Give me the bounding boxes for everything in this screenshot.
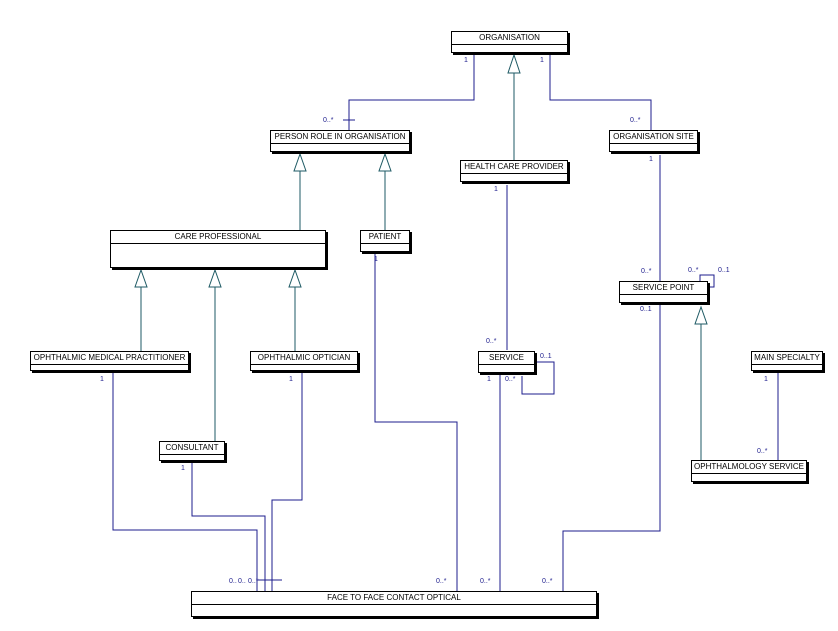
class-service-point[interactable]: SERVICE POINT <box>619 281 708 303</box>
class-name: OPHTHALMIC MEDICAL PRACTITIONER <box>31 352 188 365</box>
class-name: ORGANISATION <box>452 32 567 45</box>
assoc-organisation-site <box>549 55 652 130</box>
class-name: SERVICE <box>479 352 534 365</box>
multiplicity-label: 0..* <box>641 268 652 275</box>
assoc-organisation-person-role <box>348 55 475 130</box>
assoc-omp-f2f <box>112 372 258 591</box>
multiplicity-label: 0..* <box>436 578 447 585</box>
gen-arrowhead-icon <box>293 152 307 172</box>
multiplicity-label: 0..* <box>323 117 334 124</box>
class-ophthalmic-medical-practitioner[interactable]: OPHTHALMIC MEDICAL PRACTITIONER <box>30 351 189 371</box>
multiplicity-label: 1 <box>464 57 468 64</box>
class-ophthalmic-optician[interactable]: OPHTHALMIC OPTICIAN <box>250 351 358 371</box>
class-main-specialty[interactable]: MAIN SPECIALTY <box>751 351 823 371</box>
gen-arrowhead-icon <box>507 53 521 74</box>
multiplicity-label: 0..1 <box>540 353 552 360</box>
class-name: SERVICE POINT <box>620 282 707 295</box>
multiplicity-label: 1 <box>764 376 768 383</box>
class-patient[interactable]: PATIENT <box>360 230 410 252</box>
multiplicity-label: 0..* <box>248 578 259 585</box>
multiplicity-label: 0..* <box>486 338 497 345</box>
class-consultant[interactable]: CONSULTANT <box>159 441 225 461</box>
class-care-professional[interactable]: CARE PROFESSIONAL <box>110 230 326 268</box>
class-health-care-provider[interactable]: HEALTH CARE PROVIDER <box>460 160 568 182</box>
gen-arrowhead-icon <box>134 268 148 288</box>
multiplicity-label: 1 <box>649 156 653 163</box>
class-service[interactable]: SERVICE <box>478 351 535 373</box>
multiplicity-label: 1 <box>540 57 544 64</box>
assoc-optician-f2f <box>271 372 303 591</box>
class-face-to-face-contact-optical[interactable]: FACE TO FACE CONTACT OPTICAL <box>191 591 597 617</box>
assoc-patient-f2f <box>374 254 458 591</box>
class-name: ORGANISATION SITE <box>610 131 697 144</box>
multiplicity-label: 0..1 <box>640 306 652 313</box>
assoc-service-point-self <box>699 274 715 288</box>
multiplicity-label: 1 <box>487 376 491 383</box>
class-organisation-site[interactable]: ORGANISATION SITE <box>609 130 698 152</box>
multiplicity-label: 1 <box>494 186 498 193</box>
class-ophthalmology-service[interactable]: OPHTHALMOLOGY SERVICE <box>691 460 807 482</box>
class-name: OPHTHALMIC OPTICIAN <box>251 352 357 365</box>
multiplicity-label: 1 <box>374 256 378 263</box>
multiplicity-label: 1 <box>181 465 185 472</box>
multiplicity-label: 0..* <box>630 117 641 124</box>
class-name: FACE TO FACE CONTACT OPTICAL <box>192 592 596 605</box>
class-organisation[interactable]: ORGANISATION <box>451 31 568 53</box>
multiplicity-label: 0.. <box>229 578 237 585</box>
gen-arrowhead-icon <box>288 268 302 288</box>
class-person-role-in-organisation[interactable]: PERSON ROLE IN ORGANISATION <box>270 130 410 152</box>
class-name: PERSON ROLE IN ORGANISATION <box>271 131 409 144</box>
assoc-service-self <box>521 361 555 395</box>
class-name: PATIENT <box>361 231 409 244</box>
gen-arrowhead-icon <box>208 268 222 288</box>
assoc-consultant-f2f <box>191 462 266 591</box>
class-name: CONSULTANT <box>160 442 224 455</box>
class-name: MAIN SPECIALTY <box>752 352 822 365</box>
class-name: OPHTHALMOLOGY SERVICE <box>692 461 806 474</box>
class-name: CARE PROFESSIONAL <box>111 231 325 244</box>
multiplicity-label: 0..1 <box>718 267 730 274</box>
assoc-service-point-f2f <box>562 303 661 591</box>
multiplicity-label: 0..* <box>505 376 516 383</box>
multiplicity-label: 1 <box>289 376 293 383</box>
gen-arrowhead-icon <box>378 152 392 172</box>
multiplicity-label: 0..* <box>542 578 553 585</box>
gen-arrowhead-icon <box>694 305 708 325</box>
multiplicity-label: 0..* <box>480 578 491 585</box>
class-name: HEALTH CARE PROVIDER <box>461 161 567 174</box>
multiplicity-label: 0.. <box>238 578 246 585</box>
multiplicity-label: 1 <box>100 376 104 383</box>
multiplicity-label: 0..* <box>688 267 699 274</box>
multiplicity-label: 0..* <box>757 448 768 455</box>
